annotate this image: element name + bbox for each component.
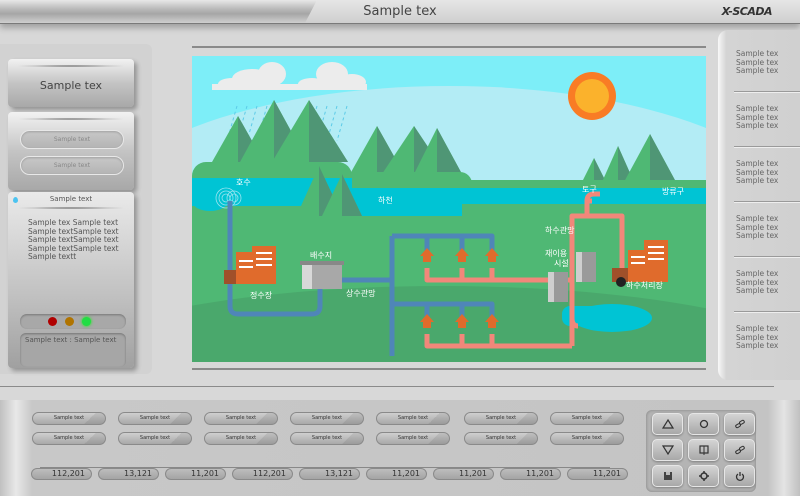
amber-light-icon <box>65 317 74 326</box>
left-button-2[interactable]: Sample text <box>20 156 124 175</box>
status-text: Sample text : Sample text <box>20 333 126 367</box>
left-panel: Sample tex Sample text Sample text Sampl… <box>0 44 152 374</box>
control-grid <box>646 410 756 492</box>
divider <box>16 65 126 67</box>
label-lake: 호수 <box>236 178 251 187</box>
triangle-up-icon <box>661 418 674 429</box>
bottom-button[interactable]: Sample text <box>550 432 624 445</box>
refresh-icon <box>699 419 708 429</box>
divider <box>734 256 800 257</box>
left-button-1[interactable]: Sample text <box>20 130 124 149</box>
info-card-body: Sample tex Sample text Sample textSample… <box>28 218 128 262</box>
book-icon <box>698 445 709 455</box>
settings-button[interactable] <box>688 465 719 487</box>
divider <box>192 368 706 370</box>
label-sewage-treatment: 하수처리장 <box>626 281 663 290</box>
divider <box>16 118 126 120</box>
label-reuse-2: 시설 <box>554 259 569 268</box>
value-field: 112,201 <box>232 468 293 480</box>
bottom-button[interactable]: Sample text <box>204 412 278 425</box>
save-icon <box>663 472 672 480</box>
value-field: 11,201 <box>567 468 628 480</box>
diagram-canvas <box>192 56 706 362</box>
bottom-button[interactable]: Sample text <box>118 432 192 445</box>
body-line: Sample textSample text <box>28 235 119 245</box>
label-water-treatment: 정수장 <box>250 291 273 300</box>
divider <box>734 201 800 202</box>
bottom-button[interactable]: Sample text <box>550 412 624 425</box>
brand-logo: X-SCADA <box>721 5 773 18</box>
link-button-2[interactable] <box>724 439 755 461</box>
divider <box>0 386 774 387</box>
bottom-button[interactable]: Sample text <box>118 412 192 425</box>
link-icon <box>734 445 745 455</box>
label-reservoir: 배수지 <box>310 251 333 260</box>
label-reuse-1: 재이용 <box>545 249 568 258</box>
gear-icon <box>698 471 709 481</box>
value-field: 13,121 <box>299 468 360 480</box>
divider <box>192 46 706 48</box>
value-field: 13,121 <box>98 468 159 480</box>
triangle-down-icon <box>661 445 674 456</box>
down-button[interactable] <box>652 439 683 461</box>
red-light-icon <box>48 317 57 326</box>
body-line: Sample textSample text <box>28 243 119 253</box>
value-field: 11,201 <box>500 468 561 480</box>
bottom-button[interactable]: Sample text <box>290 412 364 425</box>
label-water-pipe: 상수관망 <box>346 289 376 298</box>
value-field: 112,201 <box>31 468 92 480</box>
divider <box>16 207 126 209</box>
label-outfall: 토구 <box>582 185 597 194</box>
title-bar-accent <box>305 0 800 23</box>
divider <box>40 467 610 468</box>
green-light-icon <box>82 317 91 326</box>
bottom-button[interactable]: Sample text <box>290 432 364 445</box>
save-button[interactable] <box>652 465 683 487</box>
bottom-button[interactable]: Sample text <box>376 412 450 425</box>
window-title: Sample tex <box>363 4 437 19</box>
bottom-button[interactable]: Sample text <box>32 412 106 425</box>
bottom-button[interactable]: Sample text <box>376 432 450 445</box>
divider <box>734 311 800 312</box>
body-line: Sample textt <box>28 252 77 262</box>
book-button[interactable] <box>688 439 719 461</box>
status-lights <box>20 314 126 329</box>
label-discharge: 방류구 <box>662 187 685 196</box>
button-card: Sample text Sample text <box>8 112 134 190</box>
water-drop-icon <box>13 197 18 203</box>
header-card: Sample tex <box>8 59 134 107</box>
info-card: Sample text Sample tex Sample text Sampl… <box>8 192 134 368</box>
value-field: 11,201 <box>433 468 494 480</box>
power-icon <box>735 472 744 482</box>
power-button[interactable] <box>724 465 755 487</box>
link-button-1[interactable] <box>724 413 755 435</box>
label-sewer-pipe: 하수관망 <box>545 226 575 235</box>
body-line: Sample textSample text <box>28 226 119 236</box>
value-field: 11,201 <box>165 468 226 480</box>
body-line: Sample tex Sample text <box>28 218 119 227</box>
divider <box>734 91 800 92</box>
header-card-title: Sample tex <box>39 79 103 92</box>
value-field: 11,201 <box>366 468 427 480</box>
label-river: 하천 <box>378 196 393 205</box>
up-button[interactable] <box>652 413 683 435</box>
refresh-button[interactable] <box>688 413 719 435</box>
bottom-button[interactable]: Sample text <box>32 432 106 445</box>
title-bar: Sample tex X-SCADA <box>0 0 800 24</box>
bottom-control-bar: Sample text Sample text Sample text Samp… <box>0 400 800 496</box>
water-cycle-diagram: 호수 하천 배수지 정수장 상수관망 하수관망 재이용 시설 하수처리장 토구 … <box>192 56 706 362</box>
info-card-title: Sample text <box>49 195 93 203</box>
divider <box>734 146 800 147</box>
bottom-button[interactable]: Sample text <box>464 412 538 425</box>
link-icon <box>734 419 745 429</box>
bottom-button[interactable]: Sample text <box>204 432 278 445</box>
bottom-button[interactable]: Sample text <box>464 432 538 445</box>
